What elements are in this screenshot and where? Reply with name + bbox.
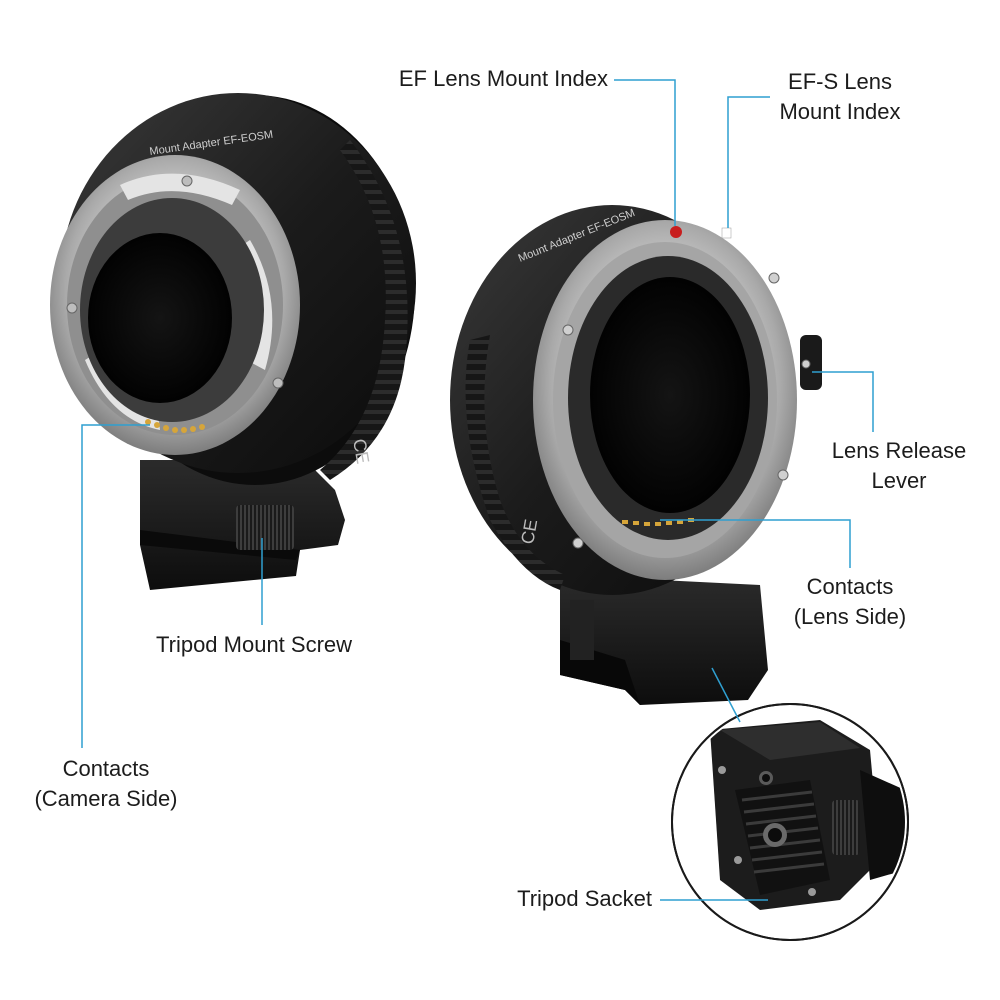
lens-release-line-2: Lever <box>871 468 927 493</box>
contacts-camera-side <box>145 419 205 433</box>
left-grip-ridges <box>320 140 408 480</box>
efs-index-line-1: EF-S Lens <box>788 69 892 94</box>
contacts-lens-line-1: Contacts <box>806 574 894 599</box>
ef-lens-mount-index-text: EF Lens Mount Index <box>398 66 608 91</box>
left-ce-mark: CE <box>349 437 373 465</box>
contacts-camera-line-1: Contacts <box>62 756 150 781</box>
right-bore <box>590 277 750 513</box>
efs-index-line-2: Mount Index <box>779 99 901 124</box>
efs-lens-mount-index-label: EF-S Lens Mount Index <box>760 67 920 127</box>
lens-release-lever-label: Lens Release Lever <box>818 436 980 496</box>
tripod-mount-screw-text: Tripod Mount Screw <box>156 632 353 657</box>
left-bore <box>88 233 232 403</box>
contacts-camera-line-2: (Camera Side) <box>34 786 178 811</box>
contacts-lens-line-2: (Lens Side) <box>793 604 907 629</box>
lens-release-line-1: Lens Release <box>831 438 967 463</box>
callout-lines <box>81 79 874 901</box>
efs-index-square <box>721 227 732 239</box>
tripod-mount-screw-label: Tripod Mount Screw <box>156 630 352 660</box>
right-adapter: Mount Adapter EF-EOSM CE <box>450 205 822 705</box>
tripod-socket-label: Tripod Sacket <box>460 884 652 914</box>
tripod-socket-hole <box>768 828 782 842</box>
tripod-mount-screw <box>236 505 294 550</box>
contacts-lens-side-label: Contacts (Lens Side) <box>780 572 920 632</box>
contacts-camera-side-label: Contacts (Camera Side) <box>20 754 192 814</box>
right-ce-mark: CE <box>517 518 541 546</box>
tripod-socket-text: Tripod Sacket <box>517 886 652 911</box>
left-adapter: Mount Adapter EF-EOSM CE <box>50 93 416 590</box>
right-grip-ridges <box>465 335 565 590</box>
ef-index-dot <box>670 226 682 238</box>
ef-lens-mount-index-label: EF Lens Mount Index <box>370 64 608 94</box>
tripod-socket-zoom <box>671 703 909 941</box>
lens-release-lever <box>800 335 822 390</box>
